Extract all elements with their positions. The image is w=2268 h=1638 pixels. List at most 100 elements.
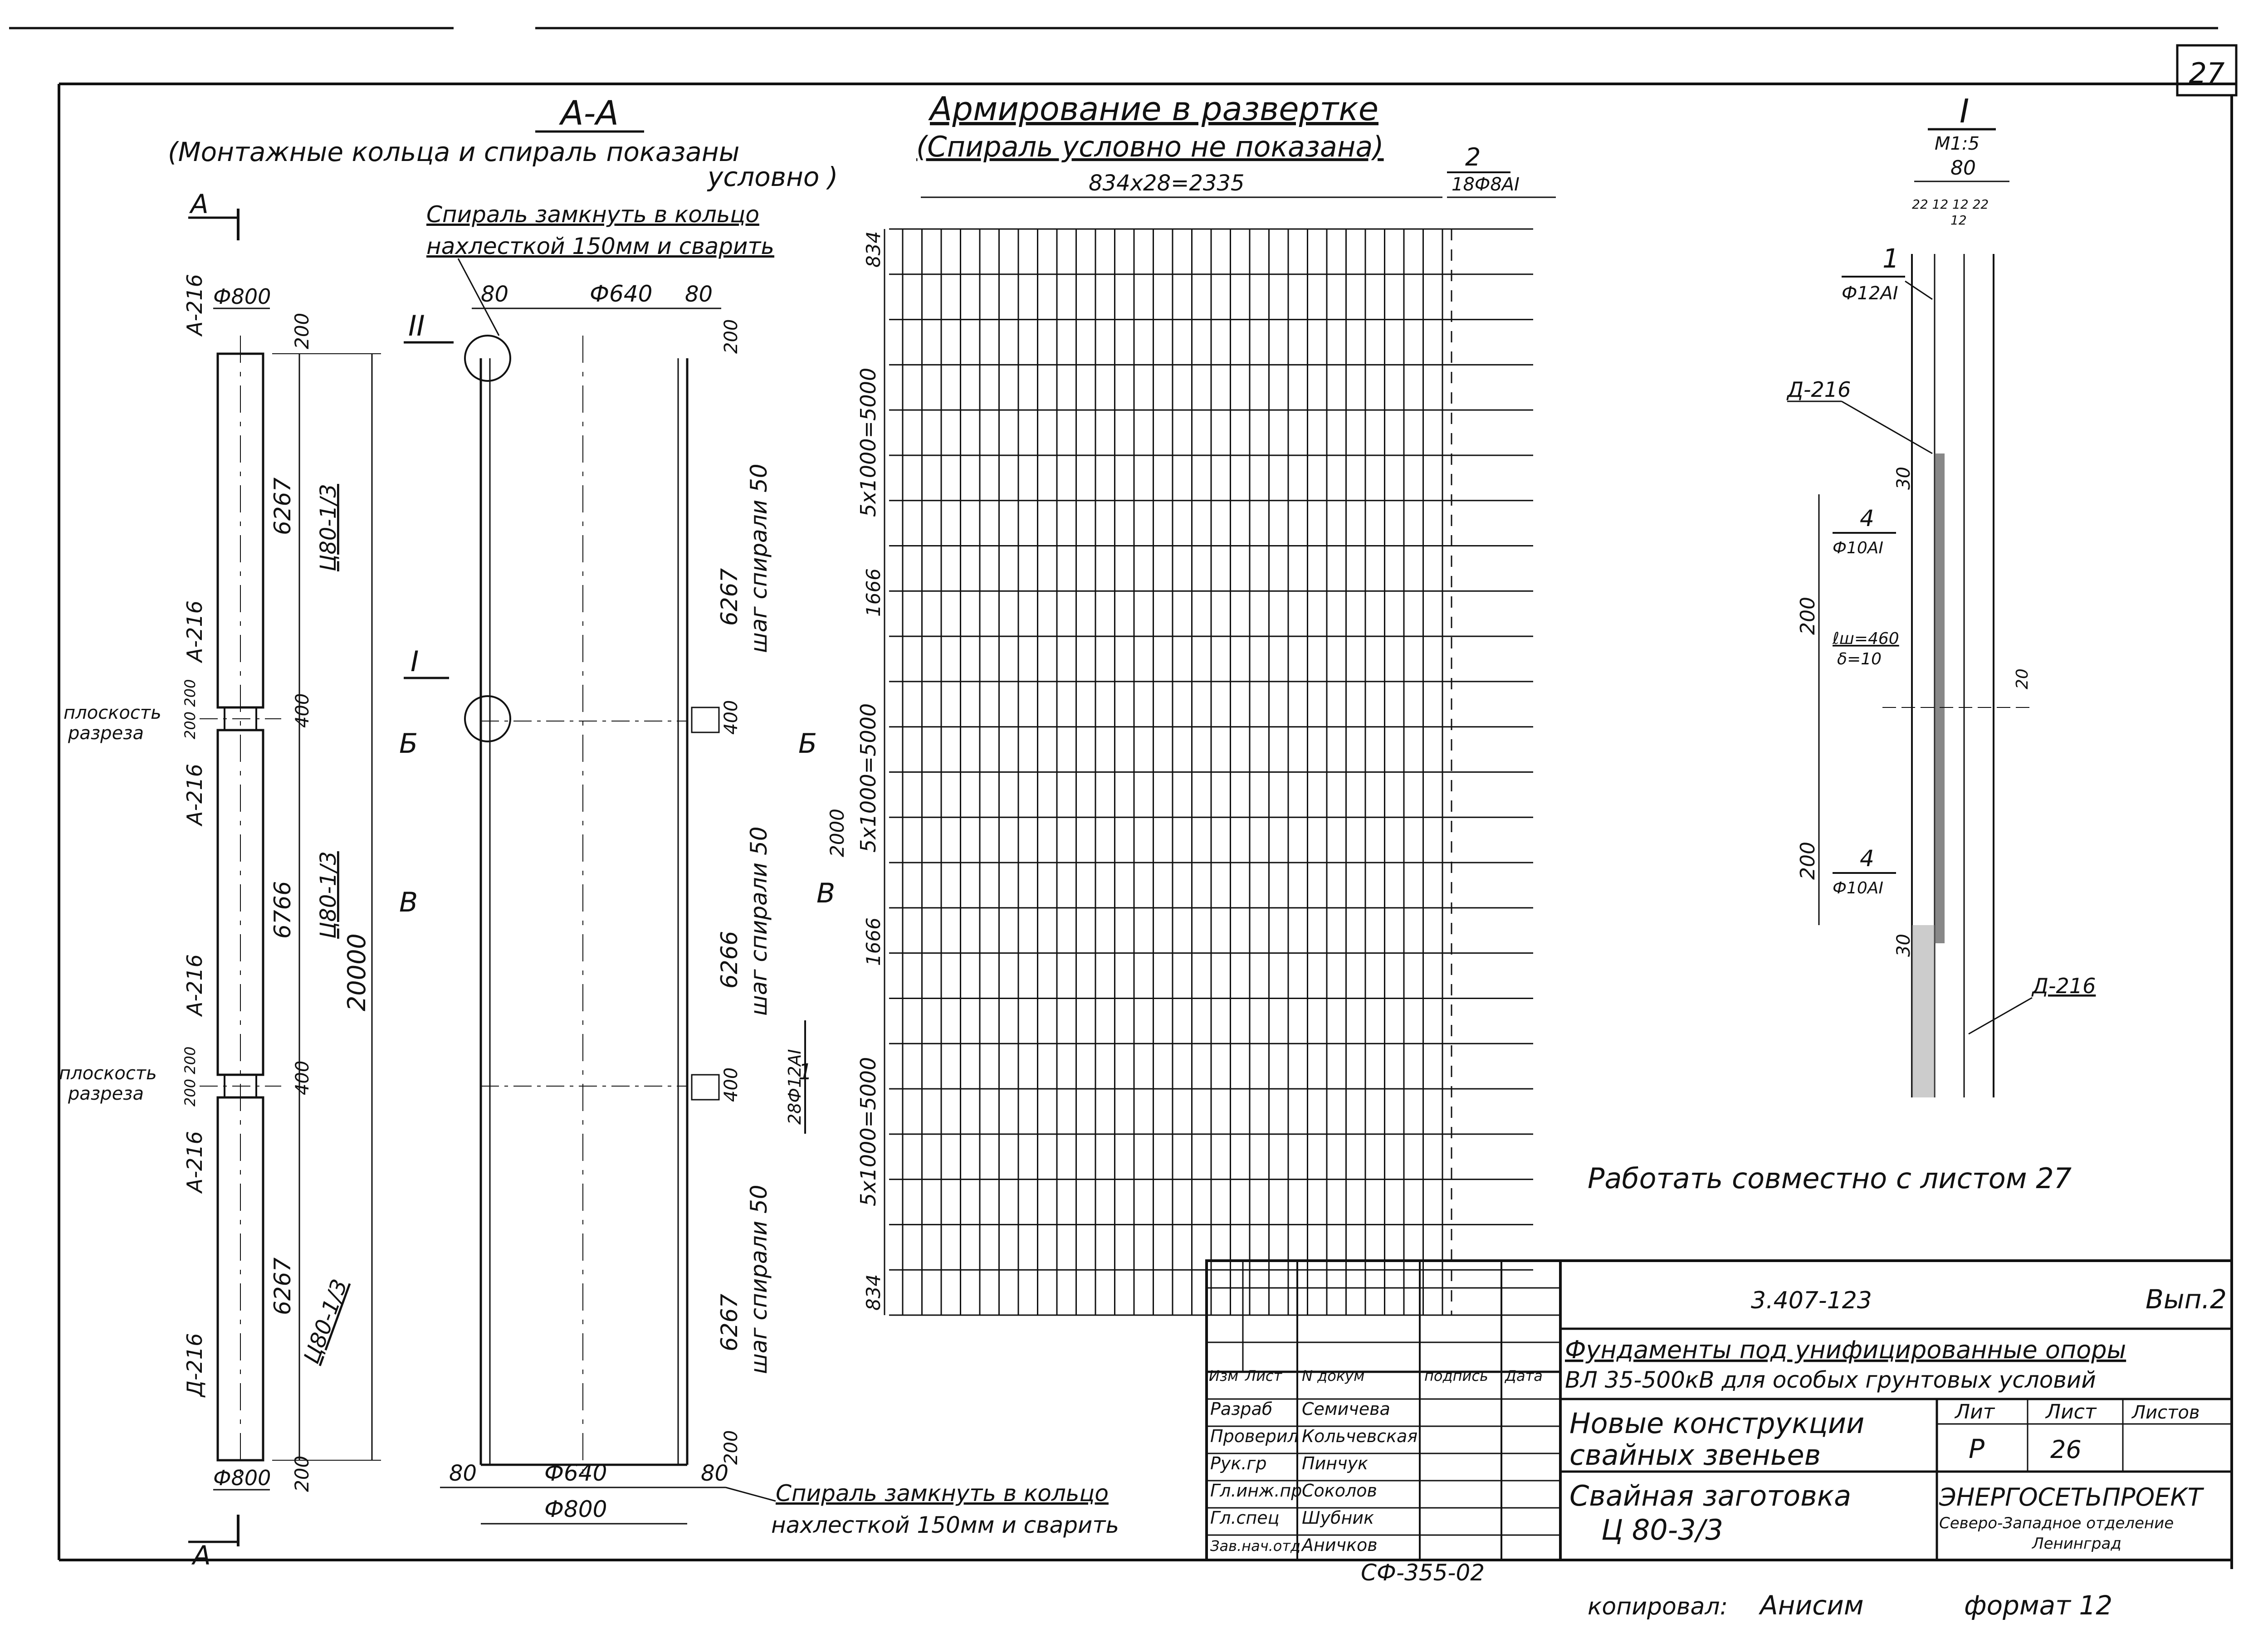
tb-role: Рук.гр [1210, 1453, 1267, 1473]
label-a216-4: А-216 [182, 954, 207, 1017]
sv-dia-inner-top: Ф640 [590, 281, 652, 307]
mesh-width-dim: 834x28=2335 [1089, 171, 1244, 196]
detail-i: I M1:5 80 22 12 12 22 12 1 Ф12AI Д-216 3… [1786, 92, 2096, 1097]
mesh-title-line1: Армирование в развертке [928, 90, 1378, 128]
detail-i-bar4-spec-top: Ф10AI [1833, 539, 1883, 557]
detail-marker-I: I [411, 645, 419, 678]
section-aa-header: А-А (Монтажные кольца и спираль показаны… [168, 94, 838, 192]
sv-seg-bot: 6267 [716, 1294, 743, 1351]
mesh-dim-bottom: 834 [862, 1274, 885, 1311]
section-aa-note-line2: условно ) [707, 161, 838, 192]
tb-issue: Вып.2 [2146, 1284, 2227, 1315]
mesh-dim-top: 834 [862, 231, 885, 268]
cut-plane-note-1a: плоскость [64, 702, 161, 723]
detail-i-bar1: 1 [1882, 243, 1899, 274]
sv-dim-200-top: 200 [721, 319, 742, 354]
title-block: Изм Лист N докум подпись Дата Разраб Про… [1205, 1259, 2233, 1561]
copied-label: копировал: [1588, 1593, 1728, 1620]
pile-dim-400-2: 400 [292, 1061, 313, 1095]
detail-i-d216-bot: Д-216 [2031, 974, 2096, 998]
detail-i-bar1-spec: Ф12AI [1842, 283, 1898, 304]
tb-role: Гл.спец [1210, 1508, 1280, 1528]
mesh-reinforcement: Армирование в развертке (Спираль условно… [785, 90, 1556, 1316]
detail-i-bar4-spec-bot: Ф10AI [1833, 879, 1883, 897]
pile-seg-top: 6267 [269, 478, 296, 535]
sv-dim-80-tl: 80 [481, 282, 508, 307]
tb-name: Семичева [1302, 1399, 1390, 1419]
pile-elevation: А Ф800 Ф800 А-216 А-216 А-216 А-216 А-21… [59, 189, 381, 1571]
detail-i-dim-200-top: 200 [1796, 597, 1819, 635]
tb-hdr-list: Лист [1245, 1367, 1282, 1384]
sv-dim-80-tr: 80 [685, 282, 713, 307]
pile-dim-400-1: 400 [292, 693, 313, 728]
pile-mark-mid: Ц80-1/3 [316, 851, 341, 939]
pile-total-length: 20000 [342, 933, 371, 1011]
cut-marker-b-left: Б [399, 728, 418, 760]
tb-part-line2: свайных звеньев [1569, 1438, 1821, 1472]
cut-marker-v-right: В [816, 878, 835, 909]
detail-i-weld: ℓш=460 [1832, 629, 1899, 648]
tb-org: ЭНЕРГОСЕТЬПРОЕКТ [1939, 1483, 2204, 1511]
tb-list-val: 26 [2050, 1435, 2082, 1464]
mesh-dim-seg2: 5x1000=5000 [856, 703, 880, 853]
label-a216-3: А-216 [182, 764, 207, 827]
sv-step-mid: шаг спирали 50 [746, 826, 772, 1016]
detail-marker-II: II [408, 309, 425, 342]
pile-mark-top: Ц80-1/3 [316, 484, 341, 571]
tb-name: Аничков [1300, 1535, 1378, 1555]
tb-doc-code: 3.407-123 [1751, 1287, 1872, 1314]
sv-dia-outer: Ф800 [544, 1496, 607, 1522]
sv-dim-400-1: 400 [721, 700, 742, 735]
sv-seg-top: 6267 [716, 568, 743, 626]
label-d216: Д-216 [182, 1333, 207, 1398]
pile-seg-mid: 6766 [269, 881, 296, 939]
sv-dim-200-bot: 200 [721, 1430, 742, 1465]
joint-small-dims-1: 200 200 [181, 679, 199, 739]
tb-lit-val: Р [1969, 1433, 1984, 1464]
tb-project-line2: ВЛ 35-500кВ для особых грунтовых условий [1565, 1367, 2096, 1393]
sv-dim-80-br: 80 [701, 1461, 728, 1486]
tb-name: Соколов [1302, 1481, 1377, 1501]
tb-hdr-sign: подпись [1424, 1367, 1488, 1384]
tb-hdr-izm: Изм [1209, 1367, 1238, 1384]
section-aa-title: А-А [559, 94, 619, 133]
pile-seg-bot: 6267 [269, 1258, 296, 1315]
detail-i-weld-b: δ=10 [1837, 650, 1882, 668]
tb-org-sub2: Ленинград [2031, 1535, 2121, 1553]
tb-list-hdr: Лист [2045, 1400, 2097, 1424]
cut-marker-b-right: Б [798, 728, 817, 760]
tb-lit-hdr: Лит [1954, 1400, 1995, 1424]
tb-listov-hdr: Листов [2131, 1402, 2200, 1423]
section-view: Спираль замкнуть в кольцо нахлесткой 150… [399, 201, 1119, 1538]
cut-marker-v-left: В [399, 887, 418, 918]
detail-i-title: I [1960, 92, 1969, 130]
mesh-dim-seg1: 5x1000=5000 [856, 368, 880, 517]
tb-project-line1: Фундаменты под унифицированные опоры [1565, 1336, 2126, 1364]
section-marker-a-top: А [189, 189, 209, 219]
tb-roles: Разраб Проверил Рук.гр Гл.инж.пр Гл.спец… [1210, 1399, 1302, 1555]
sv-dim-400-2: 400 [721, 1068, 742, 1102]
detail-i-dim-30-top: 30 [1893, 467, 1914, 490]
spiral-note-top-line2: нахлесткой 150мм и сварить [426, 233, 774, 259]
pile-dim-200-bot: 200 [291, 1456, 313, 1492]
detail-i-dim-20: 20 [2013, 668, 2032, 689]
spiral-note-bottom-line2: нахлесткой 150мм и сварить [771, 1512, 1119, 1538]
detail-i-bar4-bot: 4 [1860, 845, 1874, 872]
mesh-dim-seg3: 5x1000=5000 [856, 1057, 880, 1206]
tb-org-sub1: Северо-Западное отделение [1939, 1514, 2174, 1532]
copied-by: Анисим [1758, 1590, 1864, 1621]
label-a216-5: А-216 [182, 1131, 207, 1194]
tb-hdr-doc: N докум [1302, 1367, 1364, 1384]
archive-number: СФ-355-02 [1361, 1560, 1485, 1586]
mesh-bar2-pos: 2 [1465, 143, 1481, 171]
sv-dim-80-bl: 80 [449, 1461, 477, 1486]
mesh-bar1-spec: 28Ф12AI [785, 1049, 805, 1125]
tb-sheet-line1: Свайная заготовка [1569, 1479, 1851, 1512]
pile-mark-bot: Ц80-1/3 [299, 1276, 353, 1367]
detail-i-sub12: 12 [1950, 213, 1967, 228]
page-number-box: 27 [2176, 44, 2238, 97]
mesh-dim-1666-b: 1666 [862, 917, 885, 966]
section-marker-a-bottom: А [191, 1540, 211, 1571]
pile-dim-200-top: 200 [291, 313, 313, 349]
